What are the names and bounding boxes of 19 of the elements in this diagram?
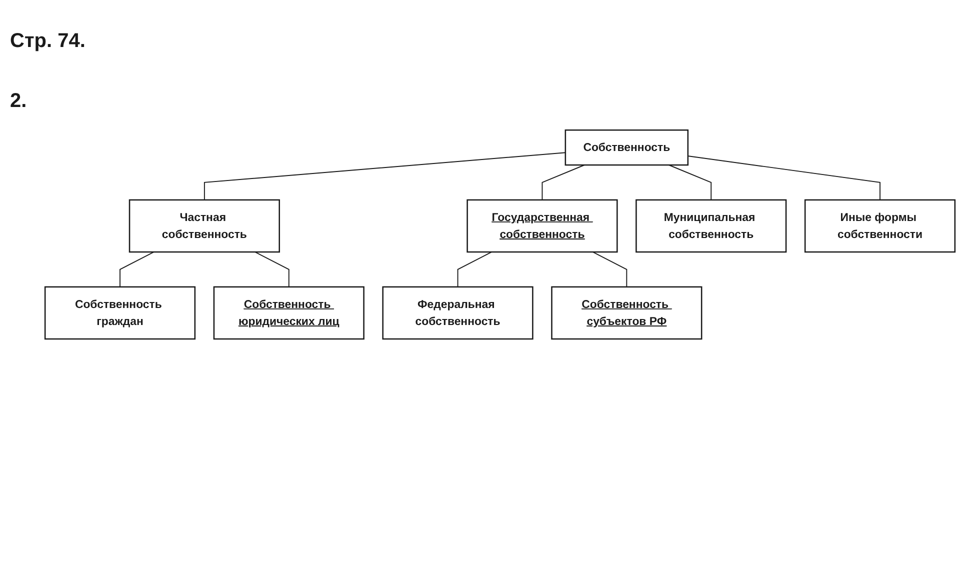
node-box: Частная собственность (128, 199, 280, 253)
connector (254, 252, 290, 288)
node-box: Федеральная собственность (382, 286, 534, 340)
connector (204, 152, 566, 200)
connector (542, 164, 585, 200)
connector (668, 164, 712, 200)
node-box: Государственная собственность (466, 199, 618, 253)
connector (457, 252, 492, 288)
connector (592, 252, 628, 288)
page-heading: Стр. 74. (10, 30, 86, 53)
connector (687, 156, 880, 200)
task-number: 2. (10, 90, 27, 113)
connector (120, 252, 154, 288)
node-box: Собственность граждан (44, 286, 196, 340)
node-box: Собственность субъектов РФ (551, 286, 702, 340)
node-box: Собственность (564, 129, 689, 166)
node-box: Муниципальная собственность (636, 199, 787, 253)
node-box: Собственность юридических лиц (213, 286, 364, 340)
node-box: Иные формы собственности (804, 199, 956, 253)
